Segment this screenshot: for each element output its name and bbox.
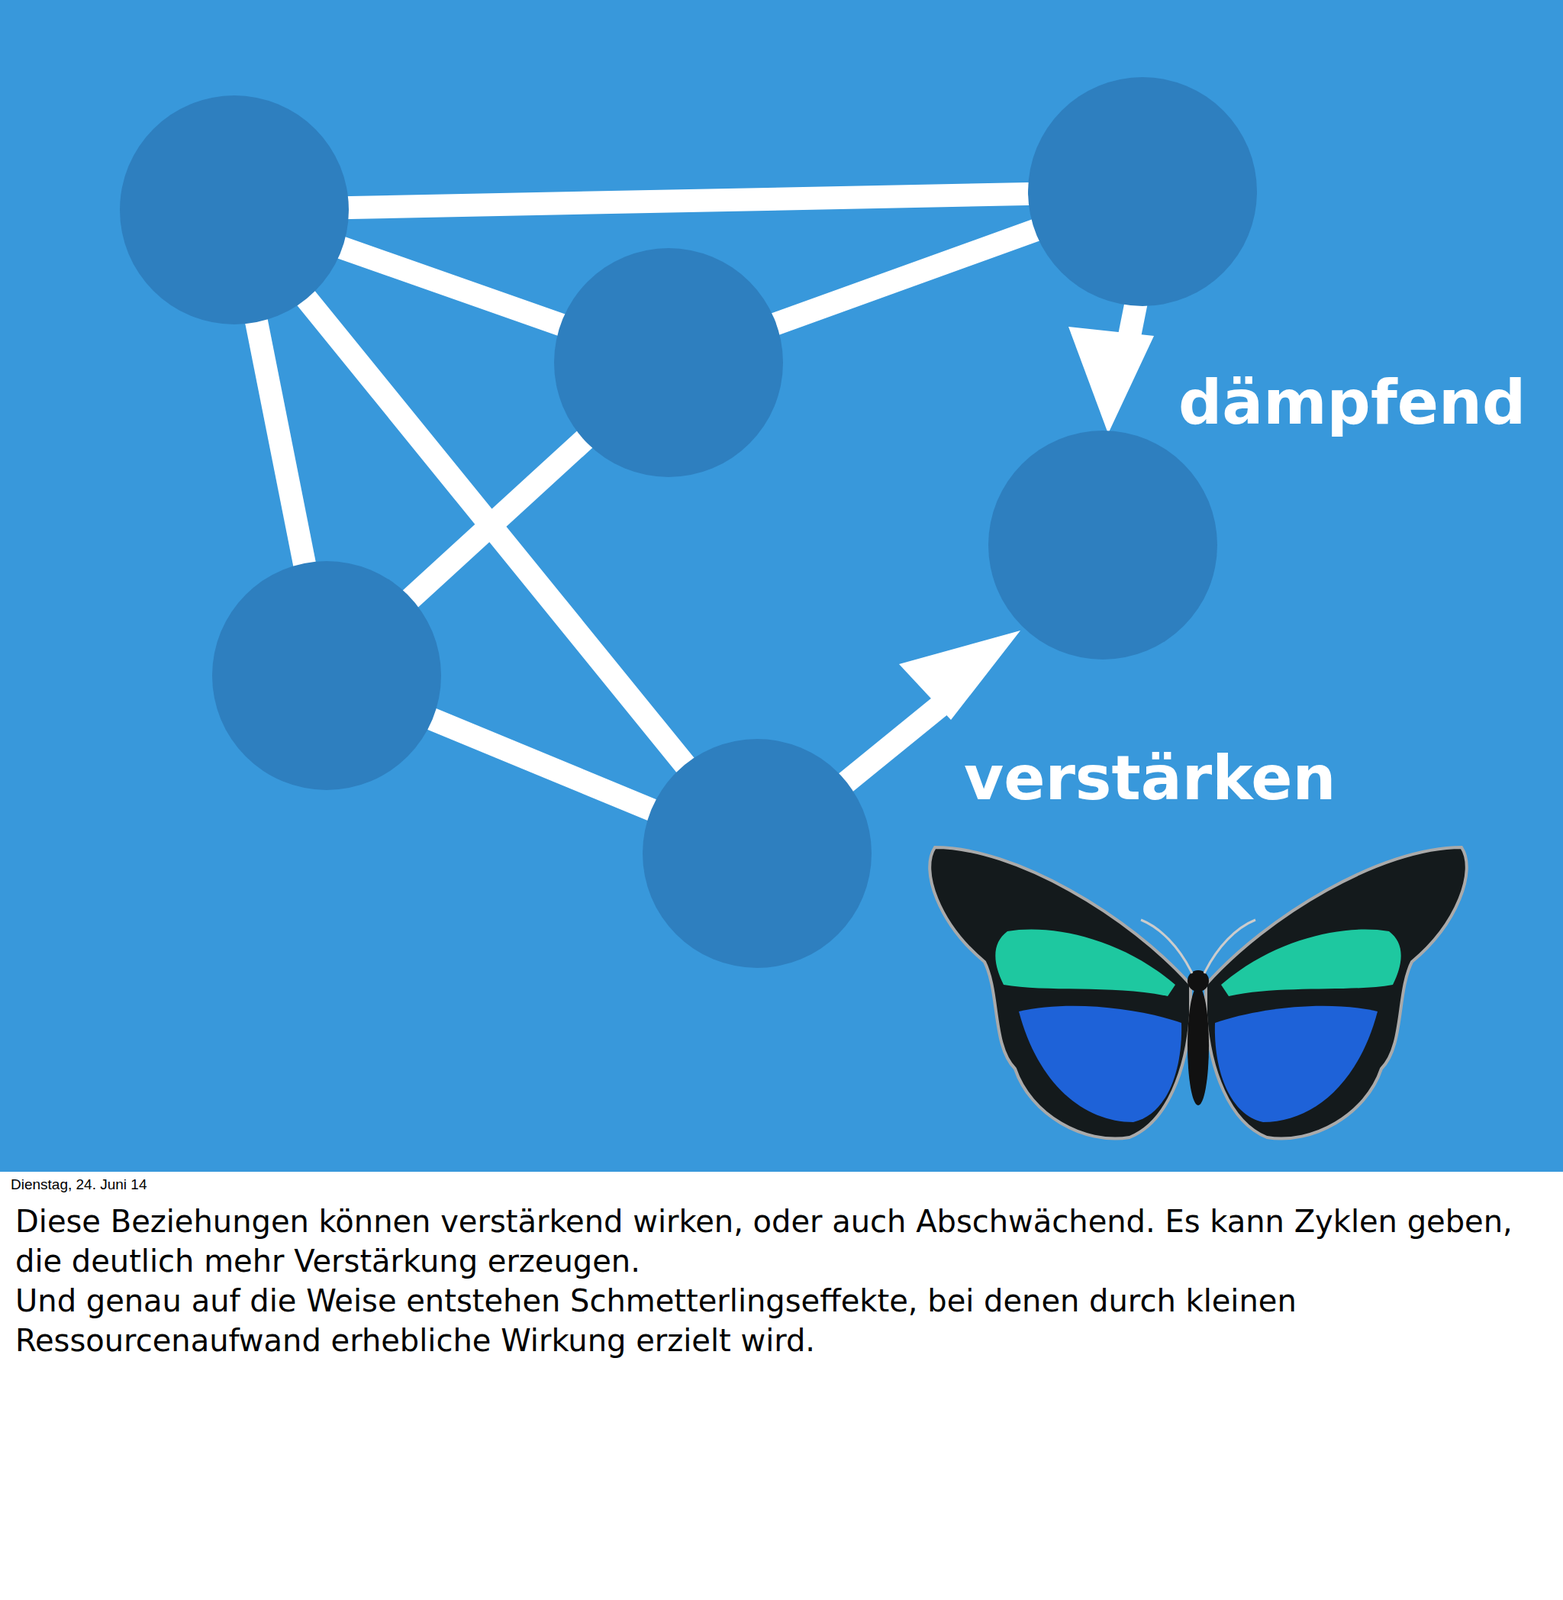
arrowhead	[1068, 326, 1154, 434]
effect-label: verstärken	[963, 747, 1336, 809]
network-circles	[119, 77, 1257, 968]
butterfly-illustration	[929, 847, 1467, 1139]
arrowhead	[899, 630, 1021, 720]
effect-label: dämpfend	[1178, 372, 1526, 434]
background-panel	[0, 0, 1563, 1172]
speaker-note: Und genau auf die Weise entstehen Schmet…	[15, 1280, 1534, 1360]
date-stamp: Dienstag, 24. Juni 14	[10, 1176, 148, 1194]
speaker-note: Diese Beziehungen können verstärkend wir…	[15, 1201, 1534, 1281]
